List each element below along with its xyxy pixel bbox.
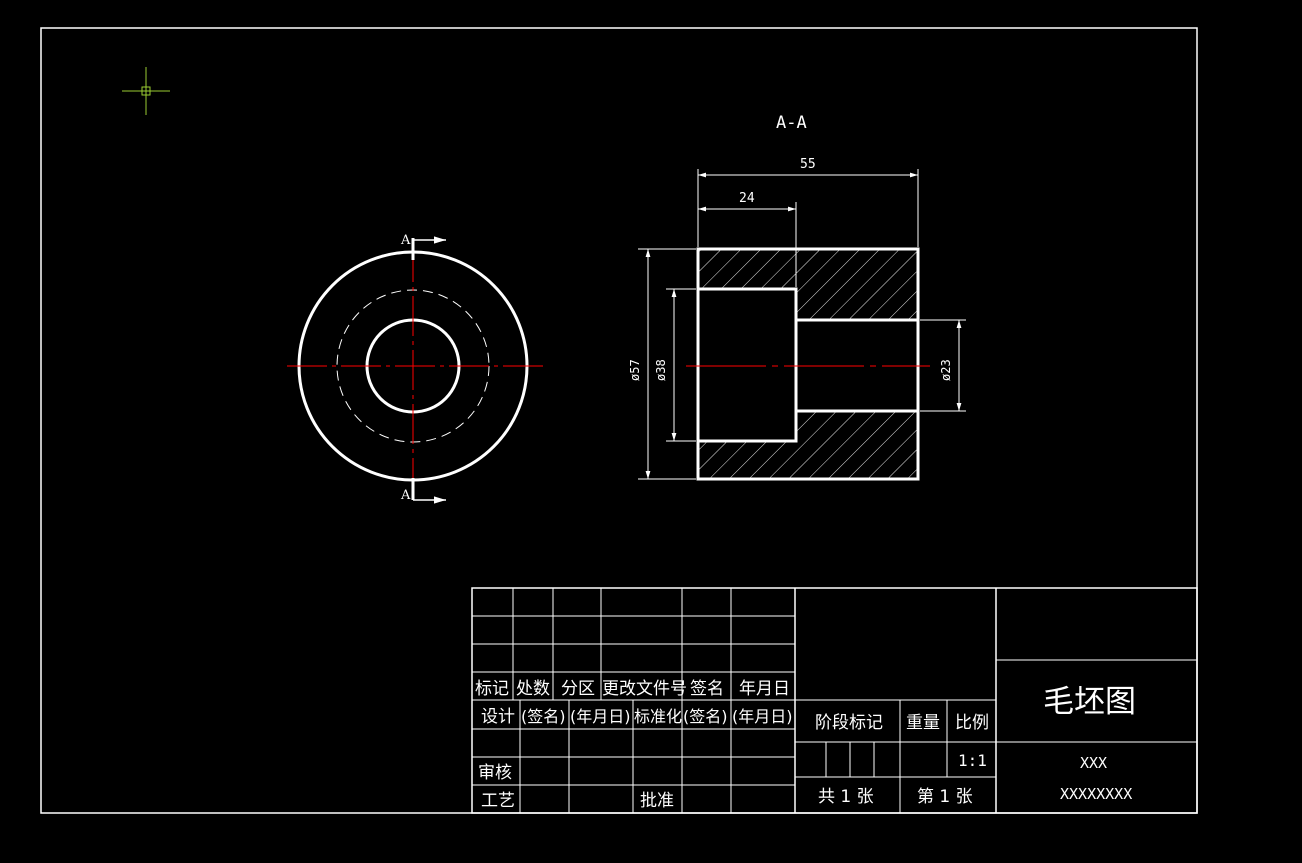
tb-company: XXX — [1080, 754, 1107, 772]
dim-text-24: 24 — [739, 191, 755, 206]
crosshair-cursor-icon — [122, 67, 170, 115]
tb-scale-label: 比例 — [955, 713, 989, 733]
hatch-bottom — [698, 411, 918, 479]
section-outline — [696, 247, 920, 481]
tb-row-design: 设计 — [481, 707, 515, 727]
dim-text-dia38: ø38 — [654, 359, 668, 381]
tb-sign-placeholder: (签名) — [521, 707, 566, 726]
tb-sign-placeholder-2: (签名) — [683, 707, 728, 726]
tb-scale-value: 1:1 — [958, 751, 987, 770]
section-title: A-A — [776, 113, 807, 133]
tb-row-process: 工艺 — [481, 791, 515, 811]
tb-approve: 批准 — [640, 791, 674, 811]
dim-text-55: 55 — [800, 157, 816, 172]
tb-date-placeholder-2: (年月日) — [732, 707, 793, 726]
tb-weight: 重量 — [906, 713, 940, 733]
cut-plane-marker-top — [411, 236, 446, 260]
tb-hdr-zone: 分区 — [561, 679, 595, 699]
cut-plane-marker-bottom — [411, 478, 446, 504]
tb-sheets-total: 共 1 张 — [818, 787, 874, 807]
tb-date-placeholder: (年月日) — [570, 707, 631, 726]
front-view: A A — [287, 233, 543, 504]
tb-hdr-change-doc: 更改文件号 — [602, 679, 687, 699]
cut-label-top: A — [400, 233, 411, 248]
section-view: A-A — [628, 113, 966, 481]
tb-hdr-mark: 标记 — [475, 679, 509, 699]
tb-hdr-date: 年月日 — [739, 679, 790, 699]
hatch-top — [698, 249, 918, 320]
tb-row-review: 审核 — [478, 763, 512, 783]
tb-drawing-code: XXXXXXXX — [1060, 785, 1132, 803]
tb-sheet-number: 第 1 张 — [917, 787, 973, 807]
tb-hdr-sign: 签名 — [690, 679, 724, 699]
title-block — [471, 587, 1198, 814]
tb-stage-mark: 阶段标记 — [815, 713, 883, 733]
tb-drawing-name: 毛坯图 — [1043, 684, 1136, 720]
cut-label-bottom: A — [400, 488, 411, 503]
tb-hdr-count: 处数 — [516, 679, 550, 699]
dim-text-dia23: ø23 — [939, 359, 953, 381]
dim-text-dia57: ø57 — [628, 359, 642, 381]
tb-standardize: 标准化 — [634, 707, 682, 726]
bore-outline — [698, 287, 798, 443]
